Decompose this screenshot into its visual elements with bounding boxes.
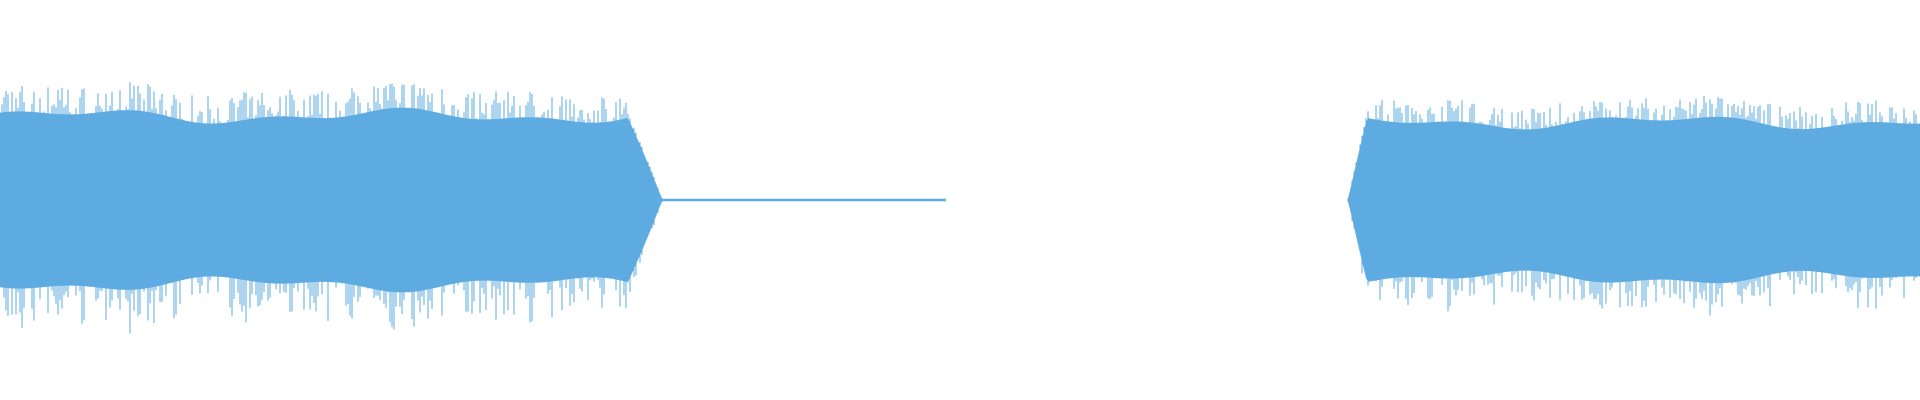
silence-tail bbox=[662, 198, 946, 202]
clip-left bbox=[0, 107, 662, 293]
waveform-transients bbox=[1, 82, 1917, 334]
clip-right bbox=[1348, 116, 1920, 284]
